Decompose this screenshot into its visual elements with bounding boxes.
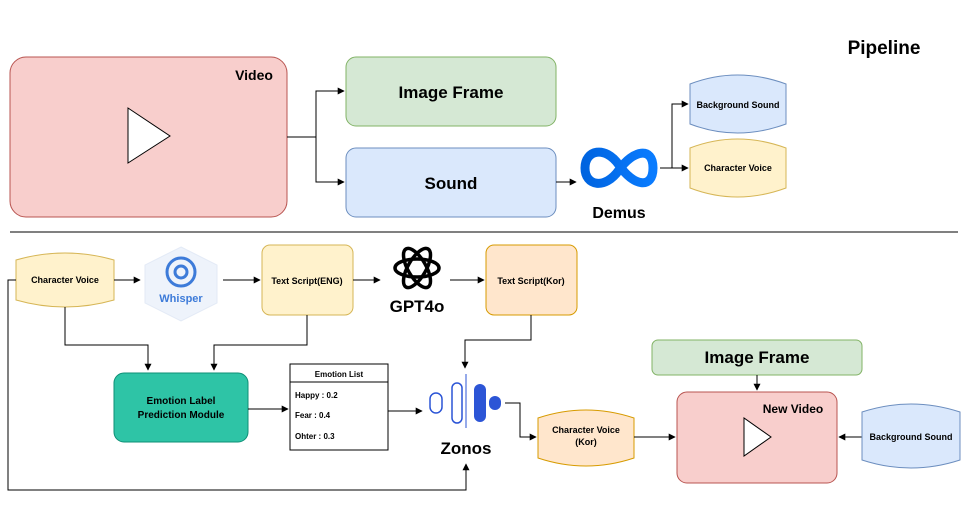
- character-voice-kor-label-line2: (Kor): [575, 437, 597, 447]
- emotion-module-label-line2: Prediction Module: [138, 410, 225, 421]
- emotion-list-title: Emotion List: [315, 370, 364, 379]
- character-voice-kor-label-line1: Character Voice: [552, 425, 620, 435]
- bottom-image-frame-label: Image Frame: [705, 348, 810, 367]
- input-character-voice-shape: [15, 252, 115, 308]
- openai-gpt-icon: [393, 246, 441, 290]
- connector-video-sound: [315, 137, 345, 186]
- whisper-label: Whisper: [159, 293, 203, 305]
- connector-voice-emotion: [64, 307, 152, 371]
- new-video-play-icon: [743, 417, 772, 457]
- character-voice-kor-shape: [537, 409, 635, 467]
- new-video-label: New Video: [763, 402, 823, 416]
- character-voice-label: Character Voice: [704, 163, 772, 173]
- background-sound-label: Background Sound: [697, 100, 780, 110]
- connector-demus-background: [660, 100, 689, 169]
- gpt4o-label: GPT4o: [390, 297, 445, 316]
- emotion-item-fear: Fear : 0.4: [295, 411, 331, 420]
- openai-whisper-icon: [165, 256, 197, 288]
- whisper-hexagon: [144, 246, 218, 322]
- emotion-module-label-line1: Emotion Label: [147, 396, 216, 407]
- openai-whisper-icon-inner: [173, 264, 189, 280]
- bottom-background-sound-label: Background Sound: [870, 432, 953, 442]
- zonos-label: Zonos: [441, 439, 492, 458]
- bottom-background-sound-shape: [861, 403, 961, 469]
- emotion-item-other: Ohter : 0.3: [295, 432, 335, 441]
- image-frame-box: [345, 56, 557, 127]
- zonos-logo-icon: [429, 374, 501, 428]
- connector-zonos-voice-kor: [505, 402, 537, 441]
- emotion-module-box: [113, 372, 249, 443]
- sound-label: Sound: [425, 174, 478, 193]
- demus-label: Demus: [592, 205, 645, 222]
- emotion-list-box: [289, 363, 389, 451]
- text-script-eng-label: Text Script(ENG): [271, 276, 342, 286]
- page-title: Pipeline: [848, 38, 921, 59]
- connector-text-eng-emotion: [210, 315, 308, 371]
- emotion-item-happy: Happy : 0.2: [295, 391, 338, 400]
- meta-logo-icon: [580, 147, 658, 188]
- play-icon: [127, 107, 171, 164]
- text-script-kor-label: Text Script(Kor): [497, 276, 564, 286]
- character-voice-shape: [689, 138, 787, 198]
- background-sound-shape: [689, 74, 787, 134]
- video-label: Video: [235, 67, 273, 83]
- input-character-voice-label: Character Voice: [31, 275, 99, 285]
- connector-voice-loop-zonos: [7, 279, 470, 491]
- connector-text-kor-zonos: [461, 315, 532, 369]
- image-frame-label: Image Frame: [399, 83, 504, 102]
- connector-video-split: [287, 87, 345, 138]
